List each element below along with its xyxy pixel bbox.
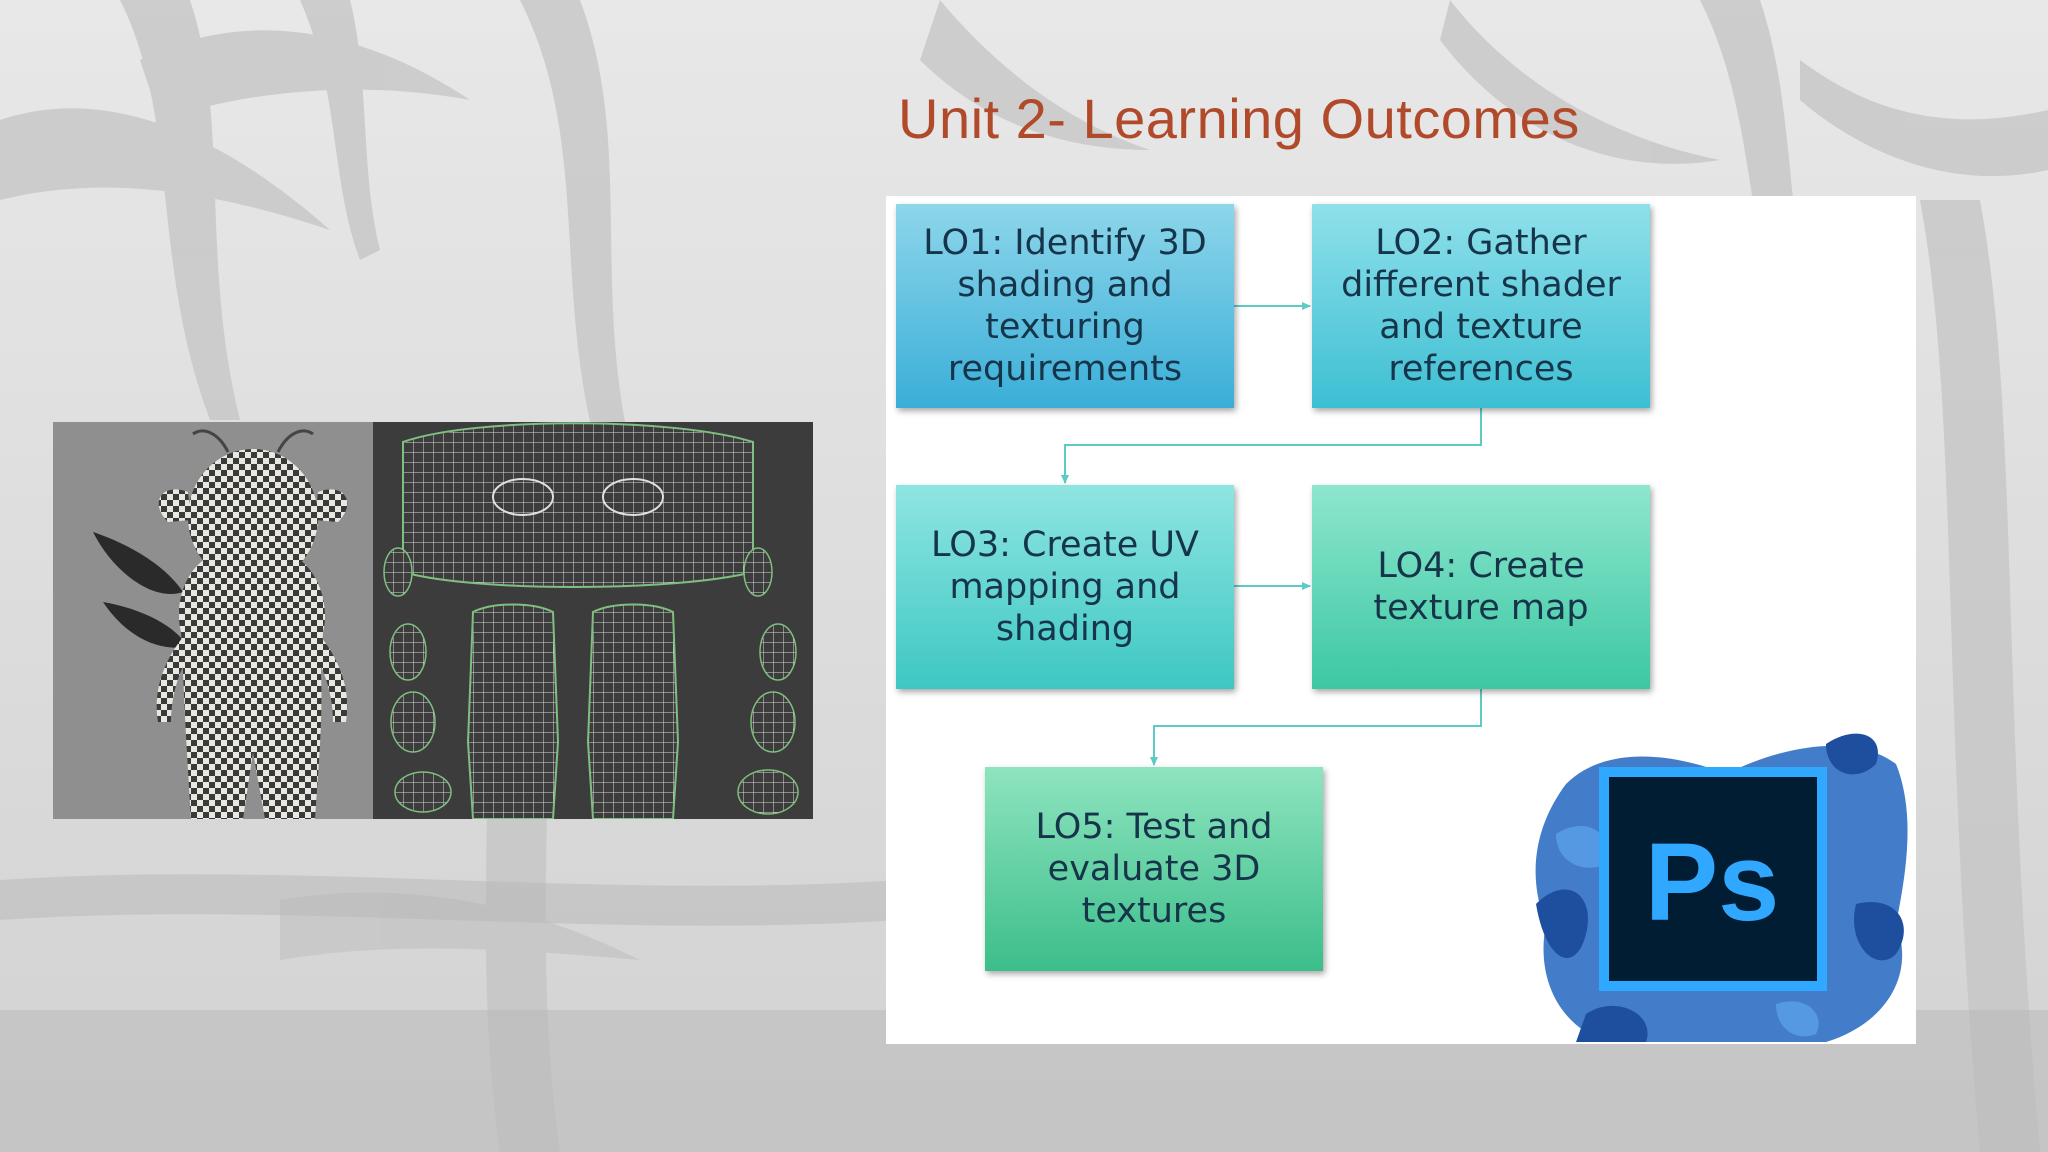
lo2-label: LO2: Gather different shader and texture… (1341, 223, 1621, 389)
lo4-box: LO4: Create texture map (1312, 485, 1650, 689)
lo3-label: LO3: Create UV mapping and shading (931, 525, 1199, 649)
uv-mapping-character-image (53, 422, 813, 819)
lo1-box: LO1: Identify 3D shading and texturing r… (896, 204, 1234, 408)
photoshop-logo-icon: Ps (1535, 733, 1908, 1042)
lo2-box: LO2: Gather different shader and texture… (1312, 204, 1650, 408)
lo1-label: LO1: Identify 3D shading and texturing r… (923, 223, 1207, 389)
flow-connectors (1061, 302, 1482, 766)
ps-frame (1599, 767, 1827, 991)
connector-lo4-to-lo5 (1150, 689, 1482, 766)
connector-lo2-to-lo3 (1061, 408, 1482, 484)
slide-title: Unit 2- Learning Outcomes (898, 87, 1580, 150)
lo5-label: LO5: Test and evaluate 3D textures (1035, 807, 1273, 931)
learning-outcomes-diagram: LO1: Identify 3D shading and texturing r… (886, 196, 1916, 1044)
lo5-box: LO5: Test and evaluate 3D textures (985, 767, 1323, 971)
lo4-label: LO4: Create texture map (1373, 546, 1589, 628)
ps-text: Ps (1645, 821, 1780, 944)
lo3-box: LO3: Create UV mapping and shading (896, 485, 1234, 689)
